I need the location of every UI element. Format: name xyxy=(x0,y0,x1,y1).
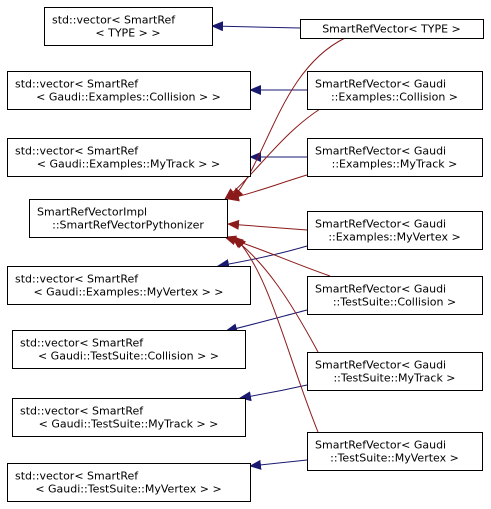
class-node-box xyxy=(307,211,483,250)
class-node-label: ::TestSuite::Collision > xyxy=(333,296,456,309)
template-edge-srv_ex_mytrack xyxy=(227,174,308,202)
class-node-srv-ts-mytrack[interactable]: SmartRefVector< Gaudi::TestSuite::MyTrac… xyxy=(307,352,483,391)
class-node-label: SmartRefVector< Gaudi xyxy=(315,145,446,158)
class-node-srv-ex-collision[interactable]: SmartRefVector< Gaudi::Examples::Collisi… xyxy=(307,71,483,110)
class-node-box xyxy=(307,432,483,471)
class-node-vec-ts-myvertex[interactable]: std::vector< SmartRef< Gaudi::TestSuite:… xyxy=(7,463,251,502)
class-node-label: SmartRefVector< Gaudi xyxy=(315,283,446,296)
inheritance-edge-srv_ts_collision xyxy=(225,309,308,334)
class-node-label: < Gaudi::TestSuite::Collision > > xyxy=(38,350,219,363)
class-node-label: < Gaudi::TestSuite::MyTrack > > xyxy=(39,418,219,431)
class-node-box xyxy=(300,19,484,39)
inheritance-edge-srv_ts_mytrack xyxy=(239,384,308,402)
class-node-box xyxy=(307,352,483,391)
class-node-box xyxy=(7,463,251,502)
class-node-label: ::Examples::MyTrack > xyxy=(332,158,458,171)
class-node-box xyxy=(7,266,251,305)
class-node-label: < Gaudi::Examples::MyTrack > > xyxy=(37,158,220,171)
template-edge-srv_ts_myvertex xyxy=(234,236,319,433)
class-node-vec-type[interactable]: std::vector< SmartRef< TYPE > > xyxy=(44,7,213,46)
class-node-srv-ex-mytrack[interactable]: SmartRefVector< Gaudi::Examples::MyTrack… xyxy=(307,138,483,177)
class-node-srv-type[interactable]: SmartRefVector< TYPE > xyxy=(300,19,484,39)
class-node-label: SmartRefVector< Gaudi xyxy=(315,218,446,231)
class-node-box xyxy=(7,71,251,110)
class-node-label: std::vector< SmartRef xyxy=(52,14,176,27)
class-node-vec-ts-mytrack[interactable]: std::vector< SmartRef< Gaudi::TestSuite:… xyxy=(12,398,246,437)
class-node-label: std::vector< SmartRef xyxy=(20,405,144,418)
inheritance-edge-srv_ex_myvertex xyxy=(217,245,308,270)
class-node-label: SmartRefVector< Gaudi xyxy=(315,359,446,372)
class-node-label: std::vector< SmartRef xyxy=(15,78,139,91)
class-node-vec-ex-collision[interactable]: std::vector< SmartRef< Gaudi::Examples::… xyxy=(7,71,251,110)
class-node-label: SmartRefVector< Gaudi xyxy=(315,78,446,91)
inheritance-edge-srv_ts_myvertex xyxy=(249,459,308,470)
class-node-box xyxy=(44,7,213,46)
class-node-label: SmartRefVector< Gaudi xyxy=(315,439,446,452)
class-node-label: < Gaudi::Examples::MyVertex > > xyxy=(33,286,223,299)
class-node-label: < Gaudi::TestSuite::MyVertex > > xyxy=(35,483,221,496)
class-node-label: < TYPE > > xyxy=(95,27,160,40)
edges-layer xyxy=(211,21,346,470)
class-node-vec-ex-mytrack[interactable]: std::vector< SmartRef< Gaudi::Examples::… xyxy=(7,138,251,177)
template-edge-srv_ex_myvertex xyxy=(227,219,308,231)
nodes-layer: std::vector< SmartRef< TYPE > >SmartRefV… xyxy=(7,7,484,502)
class-node-label: ::TestSuite::MyTrack > xyxy=(333,372,455,385)
class-node-label: std::vector< SmartRef xyxy=(15,145,139,158)
class-node-box xyxy=(307,138,483,177)
class-node-srv-ts-myvertex[interactable]: SmartRefVector< Gaudi::TestSuite::MyVert… xyxy=(307,432,483,471)
template-edge-srv_type xyxy=(231,37,346,200)
class-node-box xyxy=(307,276,483,315)
class-node-vec-ex-myvertex[interactable]: std::vector< SmartRef< Gaudi::Examples::… xyxy=(7,266,251,305)
class-node-label: ::TestSuite::MyVertex > xyxy=(330,452,459,465)
class-node-box xyxy=(7,138,251,177)
class-node-box xyxy=(29,199,228,238)
class-node-box xyxy=(12,330,246,369)
class-node-label: SmartRefVectorImpl xyxy=(37,206,147,219)
class-node-label: std::vector< SmartRef xyxy=(15,470,139,483)
class-node-label: std::vector< SmartRef xyxy=(20,337,144,350)
class-node-label: std::vector< SmartRef xyxy=(15,273,139,286)
class-node-label: ::Examples::MyVertex > xyxy=(328,231,460,244)
class-node-box xyxy=(307,71,483,110)
class-node-srv-ex-myvertex[interactable]: SmartRefVector< Gaudi::Examples::MyVerte… xyxy=(307,211,483,250)
class-node-label: < Gaudi::Examples::Collision > > xyxy=(36,91,221,104)
class-node-pythonizer[interactable]: SmartRefVectorImpl::SmartRefVectorPython… xyxy=(29,199,228,238)
template-edge-srv_ex_collision xyxy=(224,108,321,200)
class-node-label: ::Examples::Collision > xyxy=(331,91,458,104)
class-node-label: SmartRefVector< TYPE > xyxy=(322,23,461,36)
inheritance-edge-srv_type xyxy=(211,21,301,32)
class-node-box xyxy=(12,398,246,437)
class-node-label: ::SmartRefVectorPythonizer xyxy=(52,219,204,232)
class-node-srv-ts-collision[interactable]: SmartRefVector< Gaudi::TestSuite::Collis… xyxy=(307,276,483,315)
class-node-vec-ts-collision[interactable]: std::vector< SmartRef< Gaudi::TestSuite:… xyxy=(12,330,246,369)
